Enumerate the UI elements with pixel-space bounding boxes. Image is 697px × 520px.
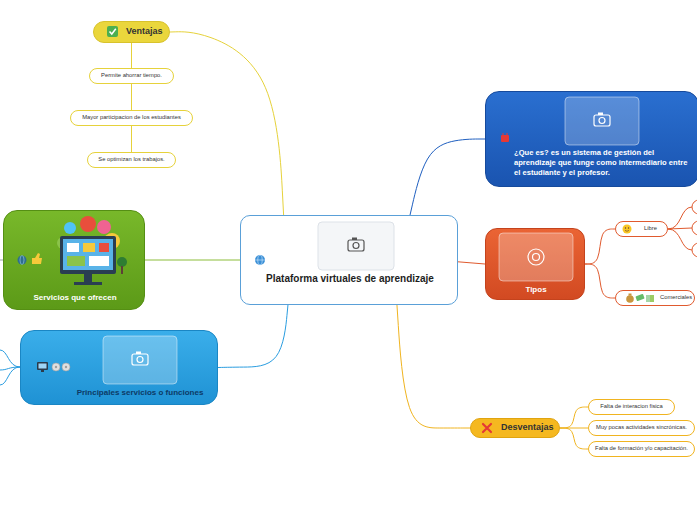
central-topic: Plataforma virtuales de aprendizaje [240, 215, 458, 305]
leaf-box: Falta de formación y/o capacitación. [588, 441, 695, 457]
stub-wire [668, 229, 692, 250]
node-text: Ventajas [122, 26, 167, 38]
node-text: Falta de formación y/o capacitación. [591, 445, 692, 453]
branch-connector [218, 305, 288, 368]
leaf-box: Mayor participacion de los estudiantes [70, 110, 193, 126]
branch-connector [585, 229, 615, 264]
branch-connector [397, 305, 470, 428]
node-text: Libre [640, 225, 661, 233]
node-text: Plataforma virtuales de aprendizaje [261, 272, 439, 285]
branch-pill: Ventajas [93, 21, 170, 43]
leaf-box: Muy pocas actividades sincrónicas. [588, 420, 695, 436]
node-text: ¿Que es? es un sistema de gestión del ap… [514, 148, 690, 178]
stub-circles [692, 200, 697, 257]
branch-connector [131, 43, 132, 152]
branch-connector [585, 264, 615, 298]
topic-box: Servicios que ofrecen [3, 210, 145, 310]
stub-wire [0, 350, 20, 367]
leaf-box: Se optimizan los trabajos. [87, 152, 176, 168]
node-text: Permite ahorrar tiempo. [97, 72, 166, 80]
branch-connector [410, 139, 485, 215]
leaf-box: Comerciales [615, 290, 695, 306]
definition-box: ¿Que es? es un sistema de gestión del ap… [485, 91, 697, 187]
branch-connector [145, 260, 240, 261]
node-text: Falta de interacion fisica [596, 403, 667, 411]
node-text: Muy pocas actividades sincrónicas. [592, 424, 691, 432]
branch-connector [458, 262, 485, 264]
leaf-box: Permite ahorrar tiempo. [89, 68, 174, 84]
node-text: Comerciales [656, 294, 696, 302]
leaf-box: Libre [615, 221, 668, 237]
node-text: Mayor participacion de los estudiantes [78, 114, 185, 122]
stub-wire [668, 207, 692, 229]
stub-wire [668, 228, 692, 229]
branch-pill: Desventajas [470, 418, 560, 438]
branch-connector [560, 407, 588, 428]
node-text: Servicios que ofrecen [4, 293, 146, 303]
topic-box: Principales servicios o funciones [20, 330, 218, 405]
node-text: Se optimizan los trabajos. [94, 156, 168, 164]
node-text: Tipos [486, 285, 586, 295]
stub-wire [0, 367, 20, 385]
node-text: Desventajas [497, 422, 558, 434]
branch-connector [560, 428, 588, 449]
leaf-box: Falta de interacion fisica [588, 399, 675, 415]
node-text: Principales servicios o funciones [61, 388, 219, 398]
topic-box: Tipos [485, 228, 585, 300]
